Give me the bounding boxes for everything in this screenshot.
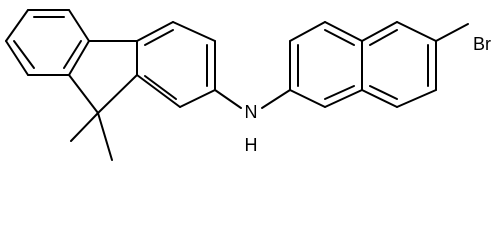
amine-hydrogen-label: H bbox=[245, 135, 258, 155]
amine-linker bbox=[214, 89, 291, 109]
bromine-bond bbox=[435, 23, 469, 42]
naphthalene-left-ring bbox=[289, 21, 363, 108]
bromine-label: Br bbox=[473, 34, 491, 54]
fluorene-five-membered-ring bbox=[68, 40, 138, 114]
gem-dimethyl-groups bbox=[70, 112, 113, 161]
fluorene-left-ring bbox=[5, 9, 90, 76]
fluorene-right-ring bbox=[136, 21, 216, 108]
chemical-structure: N H Br bbox=[5, 9, 491, 161]
naphthalene-right-ring bbox=[361, 21, 437, 108]
amine-nitrogen-label: N bbox=[245, 102, 258, 122]
